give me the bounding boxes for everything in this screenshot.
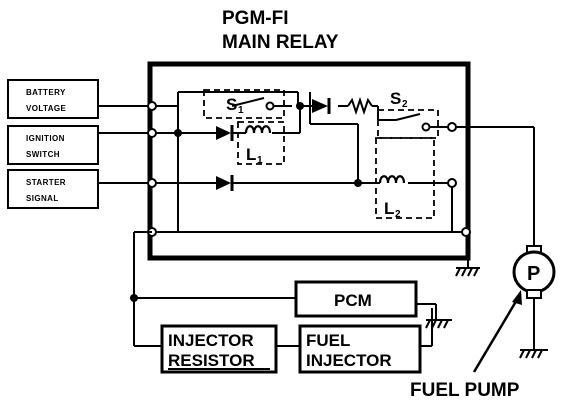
s2-label: S (390, 89, 401, 108)
starter-signal-input: STARTER SIGNAL (7, 169, 99, 209)
relay-housing (147, 61, 471, 261)
pcm-label: PCM (334, 291, 372, 310)
lower-bus (150, 183, 469, 268)
l2-label-sub: 2 (395, 209, 401, 220)
fuel-pump-label: FUEL PUMP (410, 380, 520, 401)
fuel-pump-feed (456, 126, 535, 248)
starter-diode (216, 175, 234, 191)
ignition-label-line2: SWITCH (26, 150, 60, 159)
fuel-injector: FUEL INJECTOR (298, 324, 422, 374)
l2-coil (375, 137, 435, 219)
pcm-ground (416, 303, 452, 329)
l1-label-sub: 1 (257, 155, 263, 166)
injector-resistor: INJECTOR RESISTOR (160, 324, 278, 374)
starter-label-line2: SIGNAL (26, 194, 59, 203)
title-line1: PGM-FI (222, 8, 289, 29)
fuel-pump-ground (519, 298, 548, 359)
s1-switch (203, 89, 292, 119)
fuel-pump-symbol: P (527, 263, 540, 285)
ignition-switch-input: IGNITION SWITCH (7, 125, 99, 165)
ignition-label-line1: IGNITION (26, 134, 65, 143)
battery-label-line1: BATTERY (26, 88, 66, 97)
ignition-line (150, 106, 301, 232)
ignition-diode (216, 125, 234, 141)
fuel-pump-motor: P (512, 245, 556, 299)
l1-coil (237, 121, 285, 165)
input-wires (98, 105, 150, 184)
fuel-injector-line1: FUEL (306, 331, 350, 350)
s2-label-sub: 2 (402, 99, 408, 110)
starter-label-line1: STARTER (26, 178, 66, 187)
s1-label: S (226, 95, 237, 114)
l1-label: L (246, 145, 256, 164)
l2-label: L (384, 199, 394, 218)
title-line2: MAIN RELAY (222, 32, 339, 53)
s1-label-sub: 1 (238, 105, 244, 116)
pcm-module: PCM (294, 280, 418, 318)
relay-terminals (147, 101, 471, 237)
battery-label-line2: VOLTAGE (26, 104, 67, 113)
battery-voltage-input: BATTERY VOLTAGE (7, 79, 99, 119)
battery-diode (312, 98, 331, 114)
fuel-pump-arrow (472, 290, 522, 373)
relay-ground (455, 267, 480, 277)
injector-resistor-line1: INJECTOR (168, 331, 254, 350)
injector-resistor-line2: RESISTOR (168, 351, 255, 370)
s2-switch (377, 109, 452, 139)
fuel-injector-line2: INJECTOR (306, 351, 392, 370)
